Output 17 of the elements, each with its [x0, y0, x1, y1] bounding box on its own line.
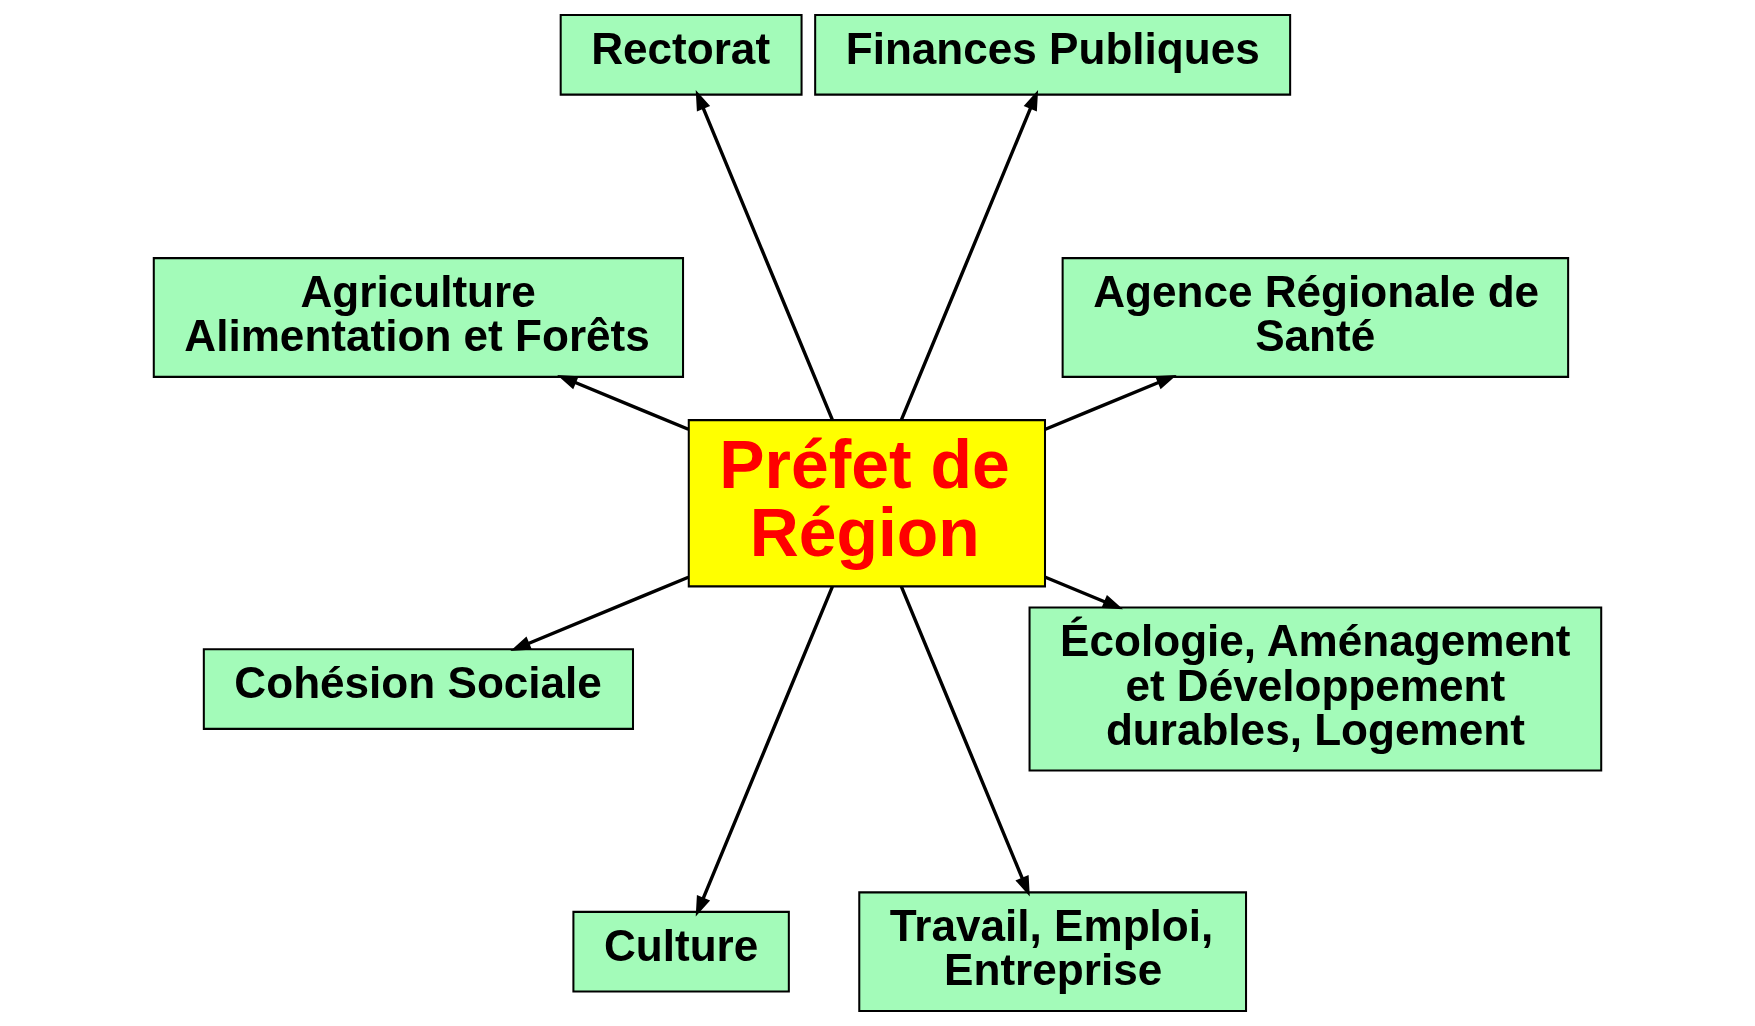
node-box: Culture: [572, 910, 790, 993]
node-box: Agence Régionale de Santé: [1061, 257, 1570, 378]
node-box: Écologie, Aménagement et Développement durables, Logement: [1028, 606, 1603, 772]
arrow: [695, 585, 834, 917]
arrow: [510, 575, 689, 651]
arrow: [899, 585, 1030, 897]
arrow: [1044, 374, 1177, 431]
node-box: Agriculture Alimentation et Forêts: [152, 257, 685, 378]
node-box: Finances Publiques: [814, 13, 1292, 96]
node-box: Préfet de Région: [687, 419, 1046, 588]
node-box: Cohésion Sociale: [202, 648, 634, 730]
arrow: [557, 374, 689, 431]
arrow: [899, 90, 1039, 421]
node-box: Travail, Emploi, Entreprise: [858, 891, 1248, 1013]
arrow: [1044, 575, 1123, 610]
arrow: [695, 90, 834, 421]
node-box: Rectorat: [559, 13, 803, 96]
